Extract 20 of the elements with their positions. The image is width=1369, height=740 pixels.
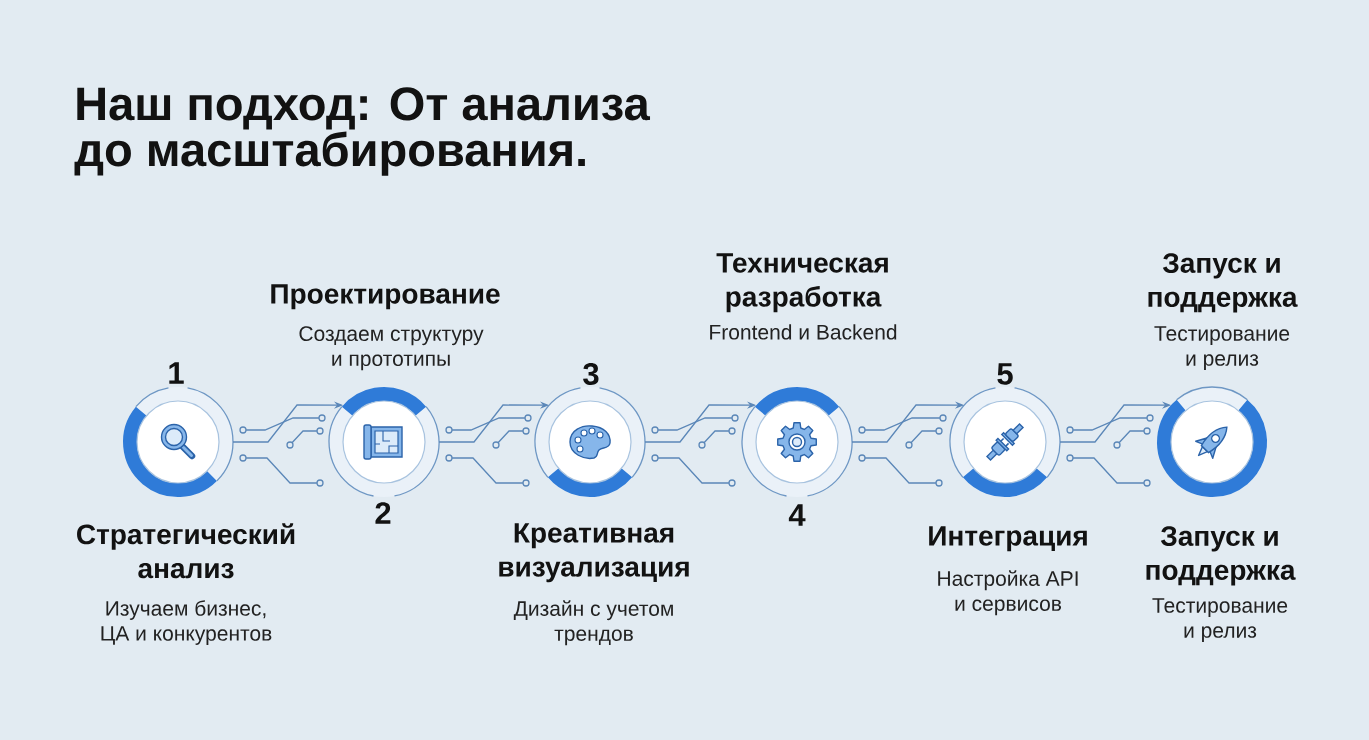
step-heading: Проектирование bbox=[271, 284, 500, 310]
step-description: Тестирование и релиз bbox=[1154, 326, 1290, 370]
step-description: Изучаем бизнес, ЦА и конкурентов bbox=[101, 600, 272, 645]
step-number: 5 bbox=[997, 363, 1013, 385]
step-heading: Креативная визуализация bbox=[499, 523, 689, 583]
step-heading: Интеграция bbox=[929, 526, 1087, 552]
step-heading: Запуск и поддержка bbox=[1146, 526, 1296, 586]
step-description: Создаем структуру и прототипы bbox=[299, 326, 484, 371]
step-heading: Стратегический анализ bbox=[77, 523, 295, 579]
step-description: Тестирование и релиз bbox=[1152, 598, 1288, 642]
step-number: 1 bbox=[169, 362, 184, 384]
step-heading: Запуск и поддержка bbox=[1148, 253, 1298, 313]
step-description: Дизайн с учетом трендов bbox=[513, 600, 673, 646]
step-description: Frontend и Backend bbox=[710, 324, 897, 340]
step-description: Настройка API и сервисов bbox=[938, 570, 1078, 616]
step-number: 4 bbox=[788, 504, 806, 526]
step-heading: Техническая разработка bbox=[716, 253, 888, 313]
title: Наш подход: От анализа до масштабирования. bbox=[74, 87, 650, 176]
step-number: 3 bbox=[583, 363, 599, 385]
step-number: 2 bbox=[375, 502, 391, 524]
